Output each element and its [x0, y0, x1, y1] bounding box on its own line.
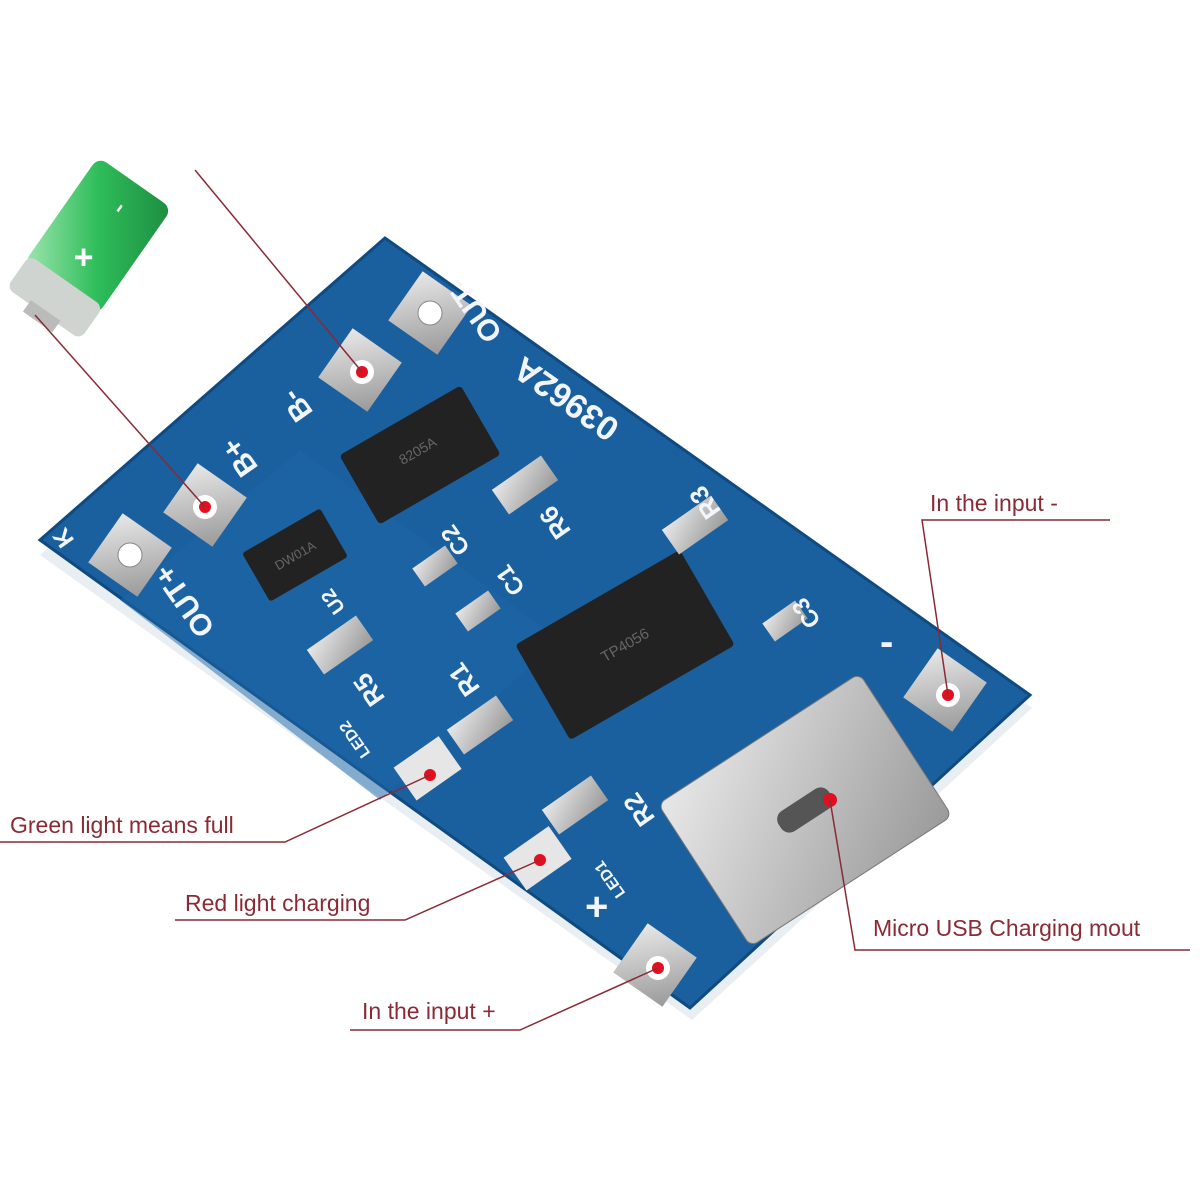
callout-micro-usb: Micro USB Charging mout: [873, 915, 1141, 941]
callout-green-light: Green light means full: [10, 812, 234, 838]
pad-out-plus: [88, 513, 172, 597]
battery-icon: + -: [9, 160, 169, 337]
smd-components: [306, 455, 808, 835]
pad-out-minus: [388, 271, 472, 355]
chip-8205a: 8205A: [340, 386, 500, 524]
callout-red-light: Red light charging: [185, 890, 371, 916]
chip-dw01a: DW01A: [243, 509, 347, 601]
callout-input-minus: In the input -: [930, 490, 1058, 516]
leader-lines: [0, 169, 1190, 1031]
svg-text:-: -: [880, 620, 893, 664]
chip-tp4056: TP4056: [516, 551, 734, 739]
svg-text:+: +: [585, 885, 608, 929]
battery-plus-label: +: [74, 238, 94, 276]
callout-input-plus: In the input +: [362, 998, 496, 1024]
micro-usb-port: [660, 675, 950, 945]
